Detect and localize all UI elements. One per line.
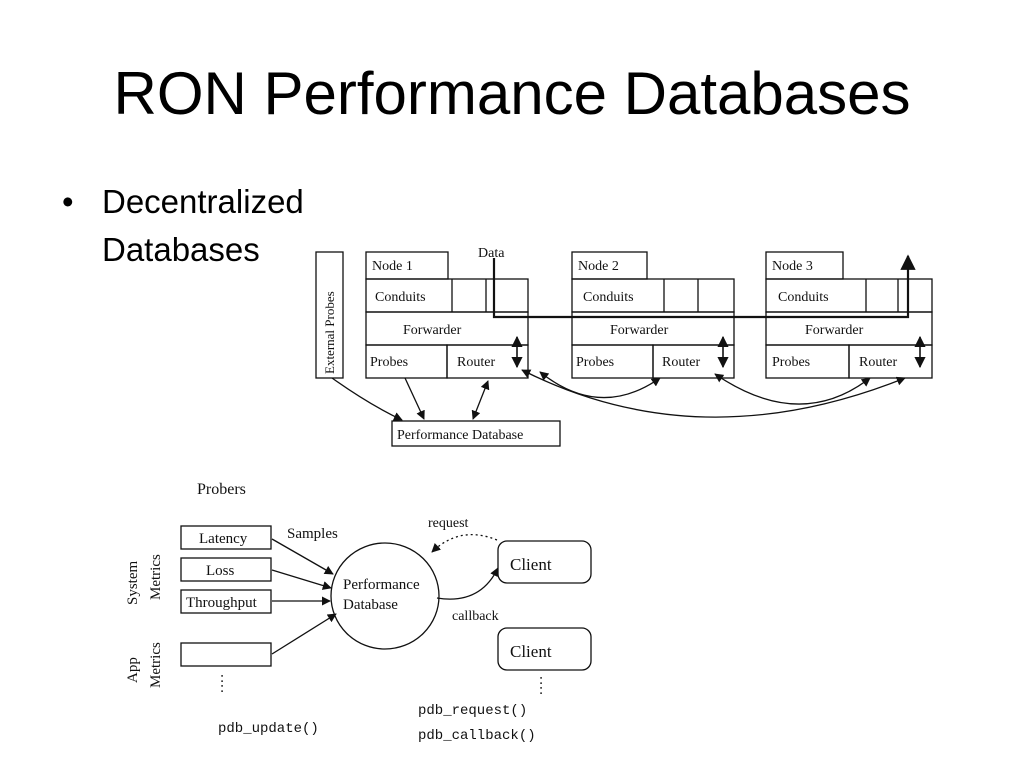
system-metrics-label-line1: System — [125, 560, 141, 605]
external-probes-to-db-arrow — [331, 377, 403, 421]
samples-label: Samples — [287, 526, 338, 542]
throughput-prober: Throughput — [186, 595, 258, 611]
bottom-diagram: Probers System Metrics App Metrics Laten… — [125, 481, 592, 744]
client-label-1: Client — [510, 555, 552, 574]
data-label: Data — [478, 246, 505, 261]
system-metrics-label-line2: Metrics — [148, 554, 164, 600]
node-2-label: Node 2 — [578, 259, 619, 274]
throughput-prober-box — [180, 589, 272, 614]
client-label-2: Client — [510, 642, 552, 661]
node-3-conduits: Conduits — [778, 290, 829, 305]
node-3: Node 3 Conduits Forwarder Probes Router — [765, 251, 933, 379]
request-arrow — [431, 534, 498, 553]
loss-arrow — [271, 569, 332, 590]
node-2-router: Router — [662, 355, 700, 370]
performance-database-box — [391, 420, 561, 447]
pdb-request-label: pdb_request() — [418, 703, 527, 719]
performance-database-circle — [330, 542, 440, 650]
router-2-3-arc — [714, 373, 871, 405]
database-label-line2: Database — [343, 597, 398, 613]
latency-prober: Latency — [199, 531, 248, 547]
node-2: Node 2 Conduits Forwarder Probes Router — [571, 251, 735, 379]
bullet-dot: • — [62, 183, 74, 220]
node-1-router-box — [446, 344, 529, 379]
app-metrics-label-line2: Metrics — [148, 642, 164, 688]
callback-label: callback — [452, 609, 499, 624]
app-metric-arrow — [271, 613, 337, 655]
client-box-2 — [497, 627, 592, 671]
callback-arrow — [436, 567, 499, 600]
router-1-2-arc — [539, 371, 661, 399]
pdb-update-label: pdb_update() — [218, 721, 319, 737]
router-1-3-arc — [521, 369, 906, 418]
app-metrics-label-line1: App — [125, 657, 141, 683]
client-ellipsis: : — [539, 672, 543, 688]
node-2-probes: Probes — [576, 355, 614, 370]
slide-title: RON Performance Databases — [113, 60, 911, 127]
bullet-text: Decentralized Databases — [102, 183, 304, 268]
top-diagram: External Probes Node 1 Conduits Forwarde… — [315, 246, 933, 447]
database-label-line1: Performance — [343, 577, 420, 593]
bullet-item: • Decentralized Databases — [62, 178, 372, 274]
node-1-label: Node 1 — [372, 259, 413, 274]
node-3-label: Node 3 — [772, 259, 813, 274]
node-3-probes: Probes — [772, 355, 810, 370]
node-1: Node 1 Conduits Forwarder Probes Router — [365, 251, 529, 379]
node-1-forwarder: Forwarder — [403, 323, 462, 338]
client-box-1 — [497, 540, 592, 584]
node-2-forwarder: Forwarder — [610, 323, 669, 338]
node-2-conduits: Conduits — [583, 290, 634, 305]
latency-arrow — [271, 538, 334, 575]
probers-label: Probers — [197, 481, 246, 498]
loss-prober: Loss — [206, 563, 235, 579]
probes-to-db-arrow — [404, 377, 425, 420]
app-prober-box — [180, 642, 272, 667]
external-probes-label: External Probes — [322, 291, 337, 374]
node-1-router: Router — [457, 355, 495, 370]
node-3-router: Router — [859, 355, 897, 370]
pdb-callback-label: pdb_callback() — [418, 728, 536, 744]
request-label: request — [428, 516, 469, 531]
app-ellipsis: : — [220, 670, 224, 686]
app-ellipsis-2: : — [220, 680, 224, 696]
node-3-forwarder: Forwarder — [805, 323, 864, 338]
router-db-arrow — [471, 380, 490, 420]
latency-prober-box — [180, 525, 272, 550]
node-1-conduits: Conduits — [375, 290, 426, 305]
data-path-arrow — [492, 254, 916, 319]
performance-database-label: Performance Database — [397, 428, 523, 443]
loss-prober-box — [180, 557, 272, 582]
client-ellipsis-2: : — [539, 682, 543, 698]
external-probes-box — [315, 251, 344, 379]
node-1-probes: Probes — [370, 355, 408, 370]
